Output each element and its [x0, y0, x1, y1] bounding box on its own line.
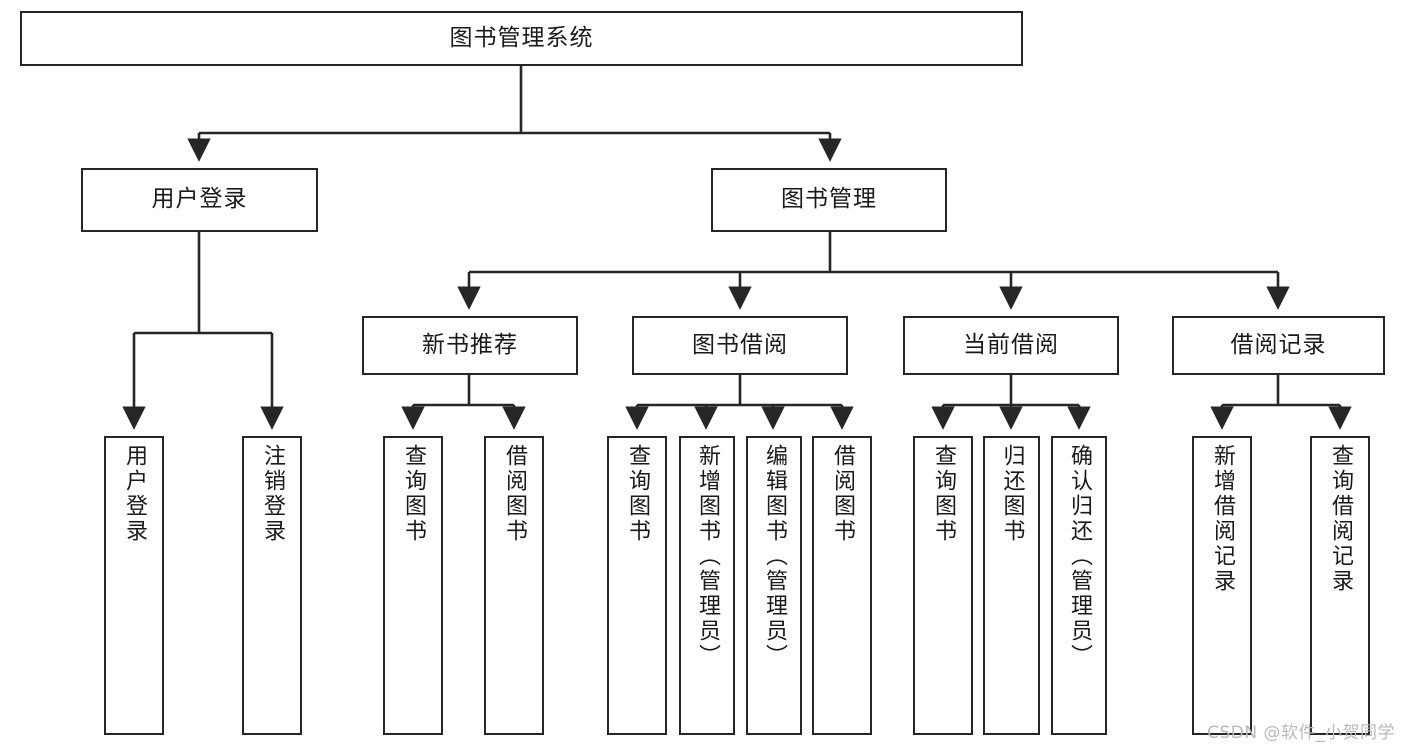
node-label: 用户登录	[122, 444, 147, 544]
leaf-new-book-query-book[interactable]: 查询图书	[383, 436, 443, 735]
node-label: 查询图书	[625, 444, 650, 544]
leaf-book-borrow-add-book-admin[interactable]: 新增图书（管理员）	[679, 436, 735, 735]
node-label: 图书管理系统	[449, 24, 594, 51]
leaf-user-login-login[interactable]: 用户登录	[104, 436, 164, 735]
node-label: 借阅图书	[830, 444, 855, 544]
leaf-new-book-borrow-book[interactable]: 借阅图书	[484, 436, 544, 735]
node-label: 借阅图书	[502, 444, 527, 544]
leaf-book-borrow-borrow-book[interactable]: 借阅图书	[812, 436, 872, 735]
watermark-text: CSDN @软件_小贺同学	[1207, 723, 1395, 743]
leaf-borrow-record-add-record[interactable]: 新增借阅记录	[1192, 436, 1252, 735]
leaf-book-borrow-query-book[interactable]: 查询图书	[607, 436, 667, 735]
leaf-borrow-record-query-record[interactable]: 查询借阅记录	[1310, 436, 1370, 735]
node-label: 注销登录	[260, 444, 285, 544]
node-label: 用户登录	[151, 186, 248, 213]
node-label: 新书推荐	[422, 331, 518, 358]
node-label: 新增图书（管理员）	[695, 444, 720, 669]
node-book-borrow[interactable]: 图书借阅	[632, 316, 848, 375]
leaf-user-login-logout[interactable]: 注销登录	[242, 436, 302, 735]
node-label: 查询图书	[931, 444, 956, 544]
node-label: 查询借阅记录	[1328, 444, 1353, 594]
node-label: 查询图书	[401, 444, 426, 544]
node-label: 当前借阅	[963, 331, 1059, 358]
node-book-management[interactable]: 图书管理	[711, 168, 947, 232]
node-label: 确认归还（管理员）	[1067, 444, 1092, 669]
node-user-login[interactable]: 用户登录	[81, 168, 318, 232]
node-new-book-recommend[interactable]: 新书推荐	[362, 316, 578, 375]
node-current-borrow[interactable]: 当前借阅	[903, 316, 1119, 375]
leaf-current-borrow-query-book[interactable]: 查询图书	[913, 436, 973, 735]
leaf-current-borrow-confirm-return-admin[interactable]: 确认归还（管理员）	[1051, 436, 1107, 735]
leaf-current-borrow-return-book[interactable]: 归还图书	[983, 436, 1040, 735]
node-root-book-management-system[interactable]: 图书管理系统	[20, 11, 1023, 66]
node-label: 新增借阅记录	[1210, 444, 1235, 594]
leaf-book-borrow-edit-book-admin[interactable]: 编辑图书（管理员）	[746, 436, 802, 735]
node-label: 归还图书	[999, 444, 1025, 544]
node-borrow-record[interactable]: 借阅记录	[1172, 316, 1385, 375]
node-label: 编辑图书（管理员）	[762, 444, 787, 669]
node-label: 借阅记录	[1230, 331, 1327, 358]
node-label: 图书借阅	[692, 331, 788, 358]
node-label: 图书管理	[781, 186, 877, 213]
